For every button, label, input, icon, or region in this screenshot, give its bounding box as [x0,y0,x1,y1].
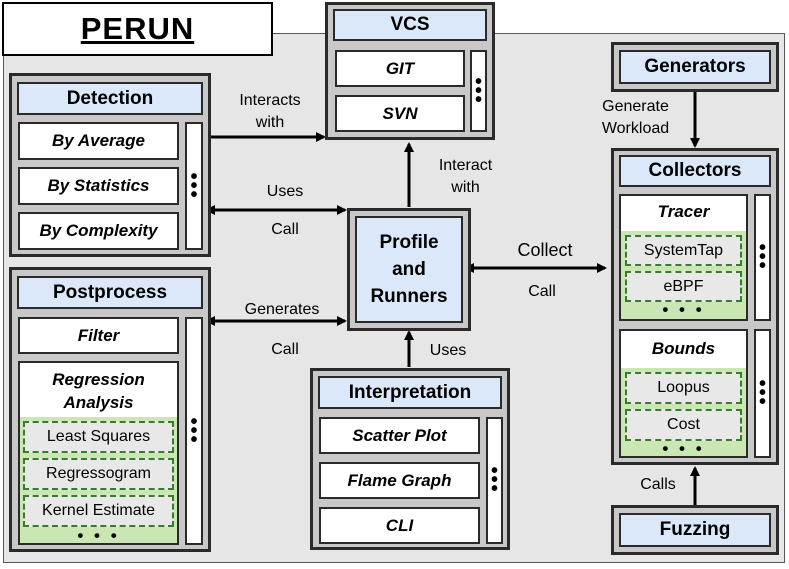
edge-label-interacts-with: Interacts with [239,92,301,131]
detection-item-by-average: By Average [18,122,179,160]
generators-header: Generators [619,50,771,84]
regression-item-kernel-estimate: Kernel Estimate [23,495,174,527]
vertical-ellipsis-icon: ••• [758,373,766,413]
edge-label-call-collect: Call [528,283,556,300]
horizontal-ellipsis-icon: • • • [77,526,120,545]
edge-label-call-postprocess: Call [271,341,299,358]
bounds-scrollbar: ••• [754,329,771,458]
vcs-scrollbar: ••• [470,50,487,132]
postprocess-item-filter: Filter [18,317,179,354]
edge-label-generate-workload: Generate Workload [601,98,670,137]
edge-label-generates: Generates [244,301,320,318]
vertical-ellipsis-icon: ••• [758,237,766,277]
vcs-item-git: GIT [335,50,465,87]
regression-methods-area: Least Squares Regressogram Kernel Estima… [20,417,177,545]
tracer-label: Tracer [657,202,710,221]
bounds-label: Bounds [651,339,716,358]
interpretation-header: Interpretation [318,376,502,409]
collectors-header: Collectors [619,155,771,187]
vertical-ellipsis-icon: ••• [474,70,482,111]
bounds-items-area: Loopus Cost • • • [621,368,746,458]
postprocess-header: Postprocess [17,276,203,309]
detection-item-by-complexity: By Complexity [18,212,179,250]
tracer-item-ebpf: eBPF [625,271,742,302]
edge-label-calls: Calls [640,476,676,493]
interpretation-item-flame-graph: Flame Graph [319,462,480,499]
tracer-item-systemtap: SystemTap [625,235,742,266]
fuzzing-header: Fuzzing [619,513,771,547]
edge-label-interact-with: Interact with [438,157,493,196]
collector-bounds-card: Bounds Loopus Cost • • • [619,329,748,458]
bounds-item-cost: Cost [625,409,742,441]
vcs-header: VCS [333,9,487,41]
vertical-ellipsis-icon: ••• [190,410,198,451]
interpretation-item-cli: CLI [319,507,480,544]
detection-item-by-statistics: By Statistics [18,167,179,205]
vertical-ellipsis-icon: ••• [490,460,498,500]
tracer-scrollbar: ••• [754,194,771,321]
title-box: PERUN [2,2,273,56]
detection-header: Detection [17,82,203,115]
detection-scrollbar: ••• [185,122,203,250]
diagram-title: PERUN [80,11,195,46]
collector-tracer-card: Tracer SystemTap eBPF • • • [619,194,748,321]
regression-title: Regression Analysis [20,363,177,414]
edge-label-collect: Collect [517,240,573,260]
edge-label-call-detection: Call [271,221,299,238]
vertical-ellipsis-icon: ••• [190,165,198,206]
tracer-items-area: SystemTap eBPF • • • [621,231,746,319]
horizontal-ellipsis-icon: • • • [662,439,705,458]
postprocess-scrollbar: ••• [185,317,203,545]
edge-label-uses-interpretation: Uses [429,342,467,359]
postprocess-regression-card: Regression Analysis Least Squares Regres… [18,361,179,545]
bounds-item-loopus: Loopus [625,372,742,404]
interpretation-scrollbar: ••• [486,417,503,544]
vcs-item-svn: SVN [335,95,465,132]
profile-and-runners: Profile and Runners [355,216,463,323]
edge-label-uses-detection: Uses [266,183,304,200]
regression-item-regressogram: Regressogram [23,458,174,490]
horizontal-ellipsis-icon: • • • [662,300,705,319]
interpretation-item-scatter-plot: Scatter Plot [319,417,480,454]
regression-item-least-squares: Least Squares [23,421,174,453]
